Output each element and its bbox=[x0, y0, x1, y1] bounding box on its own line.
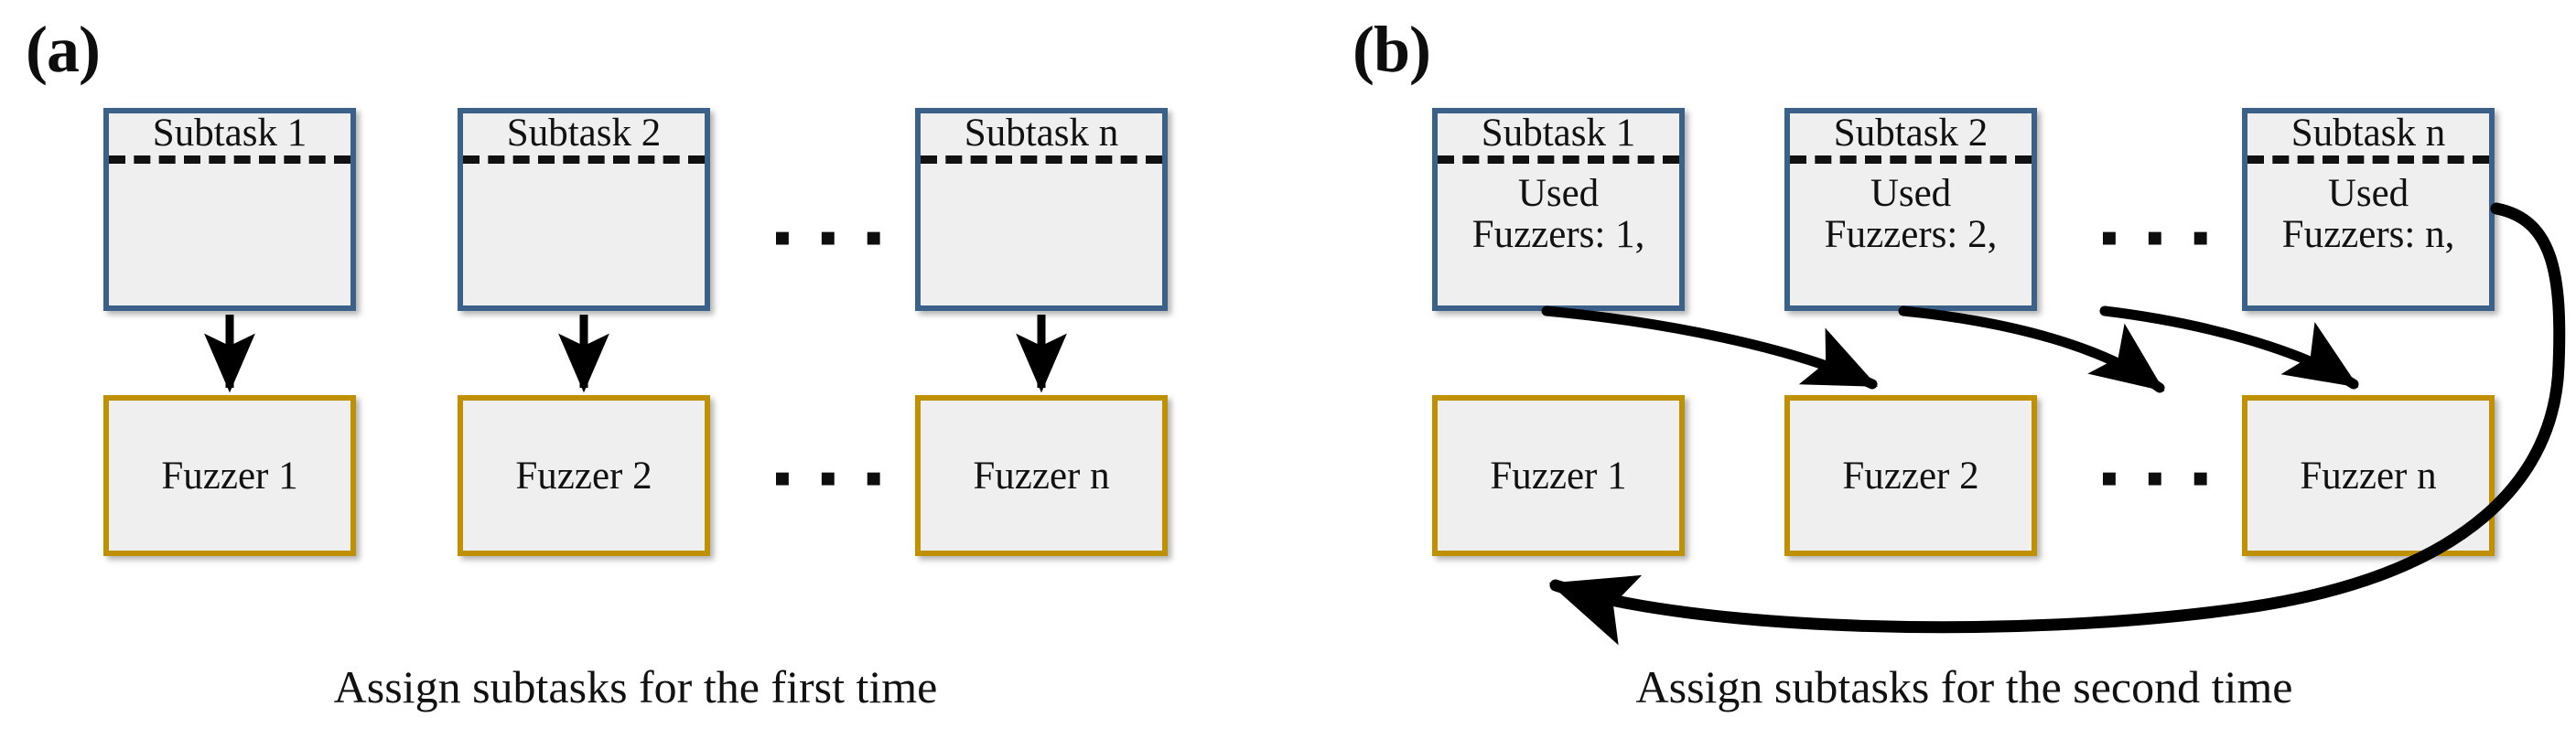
panel-b-subtask-n-inner: Subtask n Used Fuzzers: n, bbox=[2247, 113, 2489, 305]
panel-a-subtask-1-title: Subtask 1 bbox=[152, 112, 307, 155]
panel-b-subtask-box-n[interactable]: Subtask n Used Fuzzers: n, bbox=[2242, 108, 2495, 311]
panel-b-arrow-subtask2-to-fuzzer-next bbox=[1898, 305, 2165, 393]
panel-a-subtask-1-body bbox=[109, 164, 350, 173]
panel-a-subtask-2-divider bbox=[463, 155, 705, 164]
panel-b-subtask-2-title: Subtask 2 bbox=[1833, 112, 1989, 155]
panel-b-bottom-ellipsis: ▪ ▪ ▪ bbox=[2100, 450, 2217, 507]
panel-b-fuzzer-2-label: Fuzzer 2 bbox=[1842, 454, 1979, 498]
panel-b-caption: Assign subtasks for the second time bbox=[1635, 661, 2293, 712]
panel-a-subtask-n-title: Subtask n bbox=[964, 112, 1119, 155]
panel-a-letter: (a) bbox=[26, 13, 101, 86]
panel-b-subtask-1-divider bbox=[1438, 155, 1679, 164]
panel-b-fuzzer-box-n[interactable]: Fuzzer n bbox=[2242, 395, 2495, 556]
panel-a-bottom-ellipsis: ▪ ▪ ▪ bbox=[773, 450, 890, 507]
panel-a-fuzzer-box-1[interactable]: Fuzzer 1 bbox=[103, 395, 356, 556]
panel-b-subtask-1-inner: Subtask 1 Used Fuzzers: 1, bbox=[1438, 113, 1679, 305]
panel-a-subtask-2-title: Subtask 2 bbox=[506, 112, 662, 155]
panel-a-subtask-n-inner: Subtask n bbox=[921, 113, 1162, 305]
panel-a-fuzzer-n-label: Fuzzer n bbox=[973, 454, 1110, 498]
panel-a-subtask-n-body bbox=[921, 164, 1162, 173]
panel-b-subtask-box-1[interactable]: Subtask 1 Used Fuzzers: 1, bbox=[1432, 108, 1685, 311]
panel-b-subtask-2-inner: Subtask 2 Used Fuzzers: 2, bbox=[1790, 113, 2032, 305]
panel-b-subtask-2-divider bbox=[1790, 155, 2032, 164]
panel-b-subtask-n-title: Subtask n bbox=[2290, 112, 2446, 155]
panel-a-subtask-2-inner: Subtask 2 bbox=[463, 113, 705, 305]
panel-a-fuzzer-box-2[interactable]: Fuzzer 2 bbox=[458, 395, 710, 556]
panel-a-subtask-box-n[interactable]: Subtask n bbox=[915, 108, 1168, 311]
panel-a-fuzzer-box-n[interactable]: Fuzzer n bbox=[915, 395, 1168, 556]
panel-b-fuzzer-n-label: Fuzzer n bbox=[2300, 454, 2437, 498]
panel-b-fuzzer-box-2[interactable]: Fuzzer 2 bbox=[1784, 395, 2037, 556]
panel-b-fuzzer-1-label: Fuzzer 1 bbox=[1490, 454, 1627, 498]
panel-b-subtask-1-body: Used Fuzzers: 1, bbox=[1471, 171, 1645, 256]
panel-a-subtask-box-1[interactable]: Subtask 1 bbox=[103, 108, 356, 311]
panel-b-arrow-subtask1-to-fuzzer2 bbox=[1541, 305, 1878, 390]
panel-b-arrow-subtask-prev-to-fuzzern bbox=[2099, 305, 2359, 390]
panel-a-subtask-box-2[interactable]: Subtask 2 bbox=[458, 108, 710, 311]
panel-a-top-ellipsis: ▪ ▪ ▪ bbox=[773, 209, 890, 266]
panel-b-fuzzer-box-1[interactable]: Fuzzer 1 bbox=[1432, 395, 1685, 556]
panel-b-top-ellipsis: ▪ ▪ ▪ bbox=[2100, 209, 2217, 266]
panel-a-subtask-n-divider bbox=[921, 155, 1162, 164]
panel-b-subtask-n-divider bbox=[2247, 155, 2489, 164]
panel-b-subtask-2-body: Used Fuzzers: 2, bbox=[1824, 171, 1998, 256]
panel-b-subtask-1-title: Subtask 1 bbox=[1481, 112, 1636, 155]
panel-a-fuzzer-1-label: Fuzzer 1 bbox=[161, 454, 298, 498]
panel-b-subtask-box-2[interactable]: Subtask 2 Used Fuzzers: 2, bbox=[1784, 108, 2037, 311]
panel-a-fuzzer-2-label: Fuzzer 2 bbox=[515, 454, 652, 498]
panel-a-caption: Assign subtasks for the first time bbox=[333, 661, 938, 712]
panel-b-subtask-n-body: Used Fuzzers: n, bbox=[2281, 171, 2455, 256]
panel-b-letter: (b) bbox=[1353, 13, 1431, 86]
panel-a-subtask-1-divider bbox=[109, 155, 350, 164]
panel-a-subtask-1-inner: Subtask 1 bbox=[109, 113, 350, 305]
panel-a-subtask-2-body bbox=[463, 164, 705, 173]
